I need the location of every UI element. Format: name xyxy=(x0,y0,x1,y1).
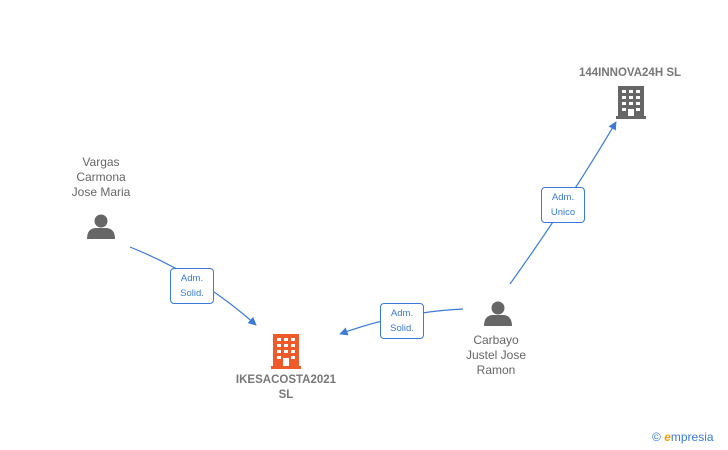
edge-label-line: Adm. xyxy=(390,308,414,319)
node-label-ikesacosta[interactable]: IKESACOSTA2021 SL xyxy=(221,373,351,403)
node-label-carbayo[interactable]: Carbayo Justel Jose Ramon xyxy=(431,333,561,378)
node-label-innova[interactable]: 144INNOVA24H SL xyxy=(565,66,695,81)
edge-label-line: Unico xyxy=(550,207,576,218)
person-icon[interactable] xyxy=(87,214,115,240)
edge-label-line: Solid. xyxy=(180,288,204,299)
edge-label-line: Adm. xyxy=(551,192,575,203)
brand-initial: e xyxy=(664,430,671,444)
copyright-icon: © xyxy=(652,430,661,444)
building-icon[interactable] xyxy=(271,334,301,369)
edge-label-carbayo-ikesacosta[interactable]: Adm. Solid. xyxy=(380,303,424,339)
node-label-line: 144INNOVA24H SL xyxy=(578,67,682,79)
edge-label-carbayo-innova[interactable]: Adm. Unico xyxy=(541,187,585,223)
edge-label-line: Solid. xyxy=(390,323,414,334)
node-label-line: Jose Maria xyxy=(71,185,131,199)
node-label-line: Carbayo xyxy=(473,333,519,347)
node-label-line: IKESACOSTA2021 xyxy=(235,374,337,386)
node-label-vargas[interactable]: Vargas Carmona Jose Maria xyxy=(36,155,166,200)
empresia-logo[interactable]: © empresia xyxy=(652,430,714,444)
edge-label-line: Adm. xyxy=(180,273,204,284)
node-label-line: Justel Jose xyxy=(465,348,527,362)
edge-label-vargas-ikesacosta[interactable]: Adm. Solid. xyxy=(170,268,214,304)
node-label-line: Carmona xyxy=(76,170,126,184)
person-icon[interactable] xyxy=(484,301,512,327)
node-label-line: Vargas xyxy=(82,155,120,169)
brand-name: mpresia xyxy=(670,430,714,444)
node-label-line: SL xyxy=(278,389,294,401)
building-icon[interactable] xyxy=(616,86,646,119)
node-label-line: Ramon xyxy=(476,363,516,377)
